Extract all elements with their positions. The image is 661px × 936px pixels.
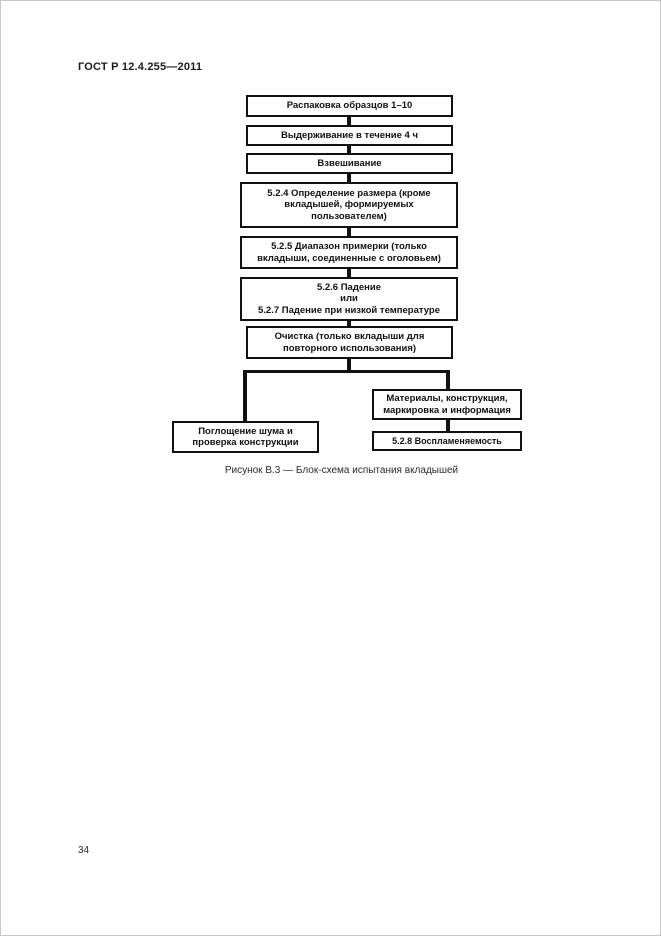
connector-vertical	[347, 117, 351, 125]
standard-title: ГОСТ Р 12.4.255—2011	[78, 61, 203, 73]
connector-branch-right	[446, 370, 450, 389]
figure-caption: Рисунок В.3 — Блок-схема испытания вклад…	[224, 465, 459, 476]
connector-vertical	[347, 321, 351, 326]
flow-box-weighing: Взвешивание	[246, 153, 453, 174]
connector-vertical	[347, 269, 351, 277]
connector-vertical	[446, 420, 450, 431]
flow-box-conditioning: Выдерживание в течение 4 ч	[246, 125, 453, 146]
flow-box-ignitability: 5.2.8 Воспламеняемость	[372, 431, 522, 451]
flow-box-drop-test: 5.2.6 Падение или 5.2.7 Падение при низк…	[240, 277, 458, 321]
connector-vertical	[347, 228, 351, 236]
flow-box-attenuation-check: Поглощение шума и проверка конструкции	[172, 421, 319, 453]
flow-box-materials-marking: Материалы, конструкция, маркировка и инф…	[372, 389, 522, 420]
flow-box-fitting-range: 5.2.5 Диапазон примерки (только вкладыши…	[240, 236, 458, 269]
connector-horizontal-branch	[243, 370, 450, 373]
page-number: 34	[78, 845, 90, 856]
flow-box-sizing: 5.2.4 Определение размера (кроме вкладыш…	[240, 182, 458, 228]
connector-vertical	[347, 359, 351, 370]
connector-vertical	[347, 146, 351, 153]
flow-box-cleaning: Очистка (только вкладыши для повторного …	[246, 326, 453, 359]
connector-vertical	[347, 174, 351, 182]
connector-branch-left	[243, 370, 247, 421]
flow-box-unpack-samples: Распаковка образцов 1–10	[246, 95, 453, 117]
